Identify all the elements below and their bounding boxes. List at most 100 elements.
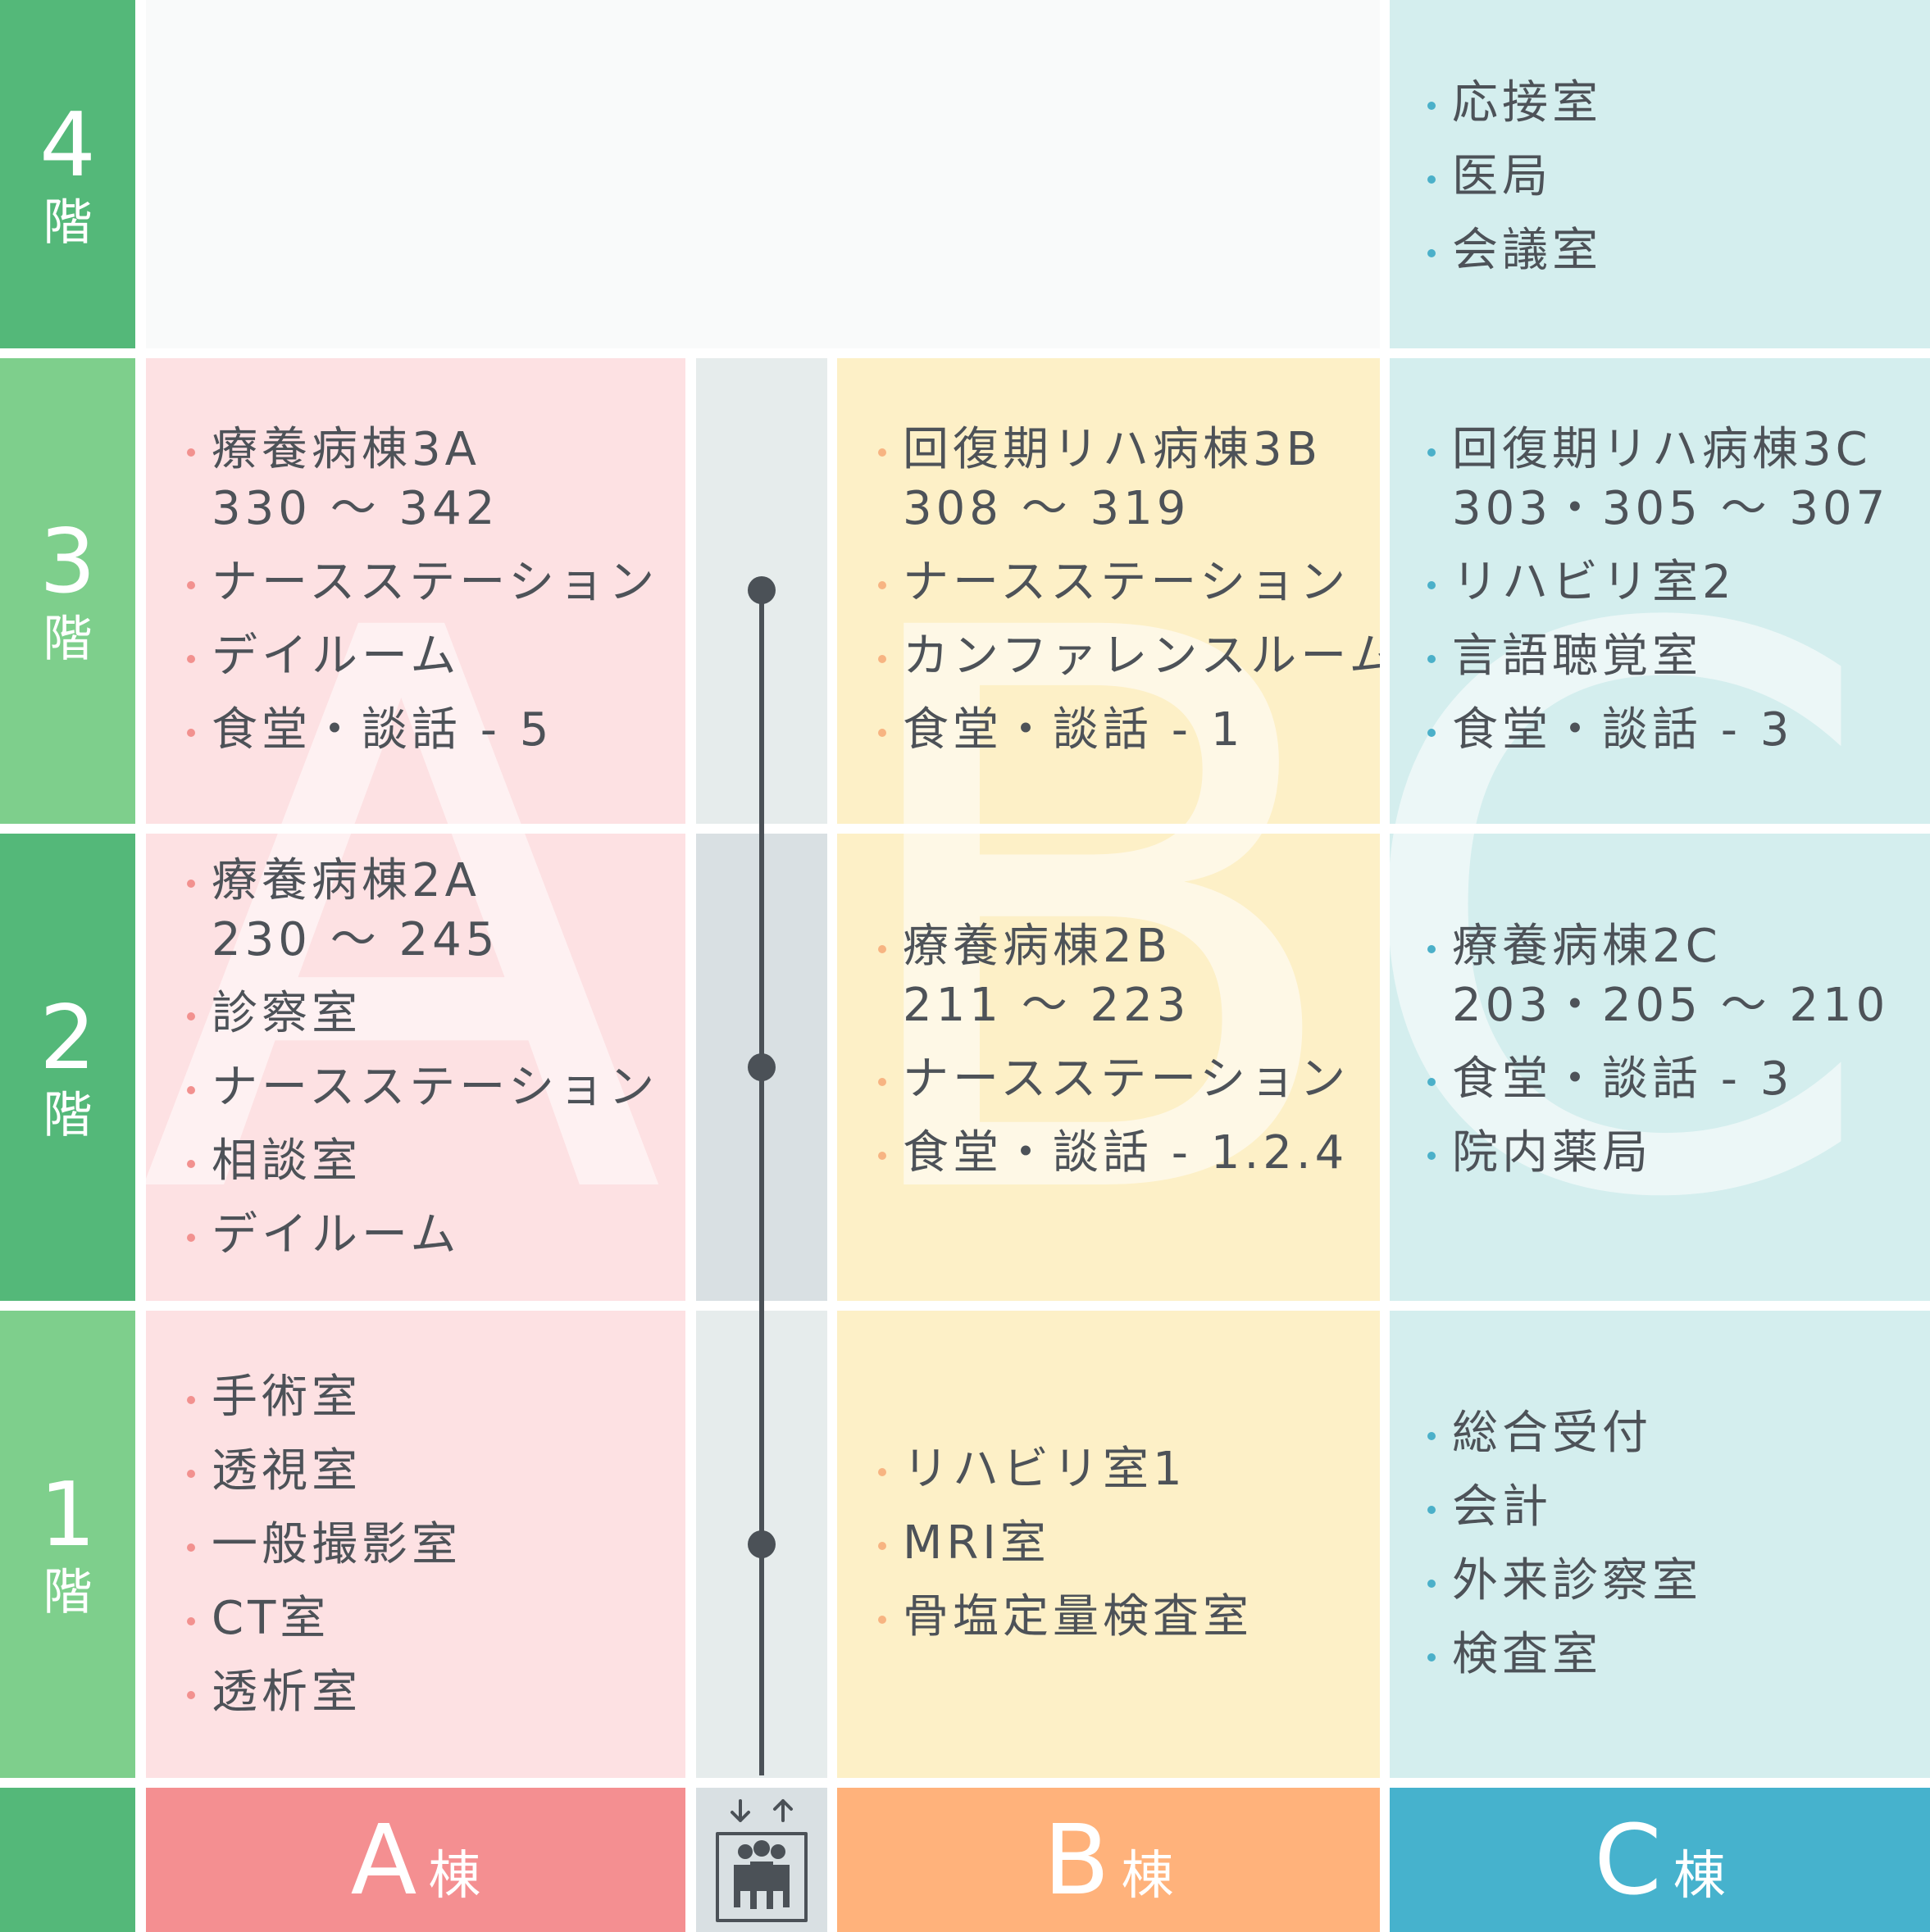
elevator-icon [716,1799,808,1922]
room-item: 食堂・談話 - 1.2.4 [875,1124,1350,1183]
floor-label-3: 3 階 [0,358,135,824]
floor3-building-b: 回復期リハ病棟3B 308 ～ 319 ナースステーション カンファレンスルーム… [837,358,1380,824]
building-suffix: 棟 [1673,1846,1726,1907]
room-item: リハビリ室1 [875,1440,1253,1499]
floor3-building-c: 回復期リハ病棟3C 303・305 ～ 307 リハビリ室2 言語聴覚室 食堂・… [1390,358,1930,824]
room-item: 応接室 [1424,74,1602,133]
ward-item: 療養病棟3A 330 ～ 342 [184,420,658,539]
room-list: 療養病棟2A 230 ～ 245 診察室 ナースステーション 相談室 デイルーム [184,852,658,1265]
floor-number: 3 [39,511,96,613]
ward-item: 療養病棟2A 230 ～ 245 [184,852,658,970]
ward-item: 療養病棟2C 203・205 ～ 210 [1424,917,1889,1035]
room-item: 食堂・談話 - 3 [1424,701,1889,760]
floor-number: 4 [39,93,96,197]
floor-label-2: 2 階 [0,834,135,1301]
room-item: ナースステーション [184,553,658,612]
room-item: 会議室 [1424,221,1602,280]
room-item: 検査室 [1424,1625,1702,1684]
floor2-building-b: 療養病棟2B 211 ～ 223 ナースステーション 食堂・談話 - 1.2.4 [837,834,1380,1301]
room-item: 医局 [1424,148,1602,207]
room-list: 療養病棟2C 203・205 ～ 210 食堂・談話 - 3 院内薬局 [1424,917,1889,1183]
floor-kai: 階 [43,1564,93,1621]
elevator-stop-floor2 [748,1053,776,1081]
floor2-building-a: 療養病棟2A 230 ～ 245 診察室 ナースステーション 相談室 デイルーム [146,834,685,1301]
floor3-building-a: 療養病棟3A 330 ～ 342 ナースステーション デイルーム 食堂・談話 -… [146,358,685,824]
ward-item: 回復期リハ病棟3C 303・305 ～ 307 [1424,420,1889,539]
ward-name: 回復期リハ病棟3B [903,423,1322,476]
ward-room-range: 203・205 ～ 210 [1452,979,1890,1032]
floor1-building-b: リハビリ室1 MRI室 骨塩定量検査室 [837,1311,1380,1778]
floor4-empty-area [146,0,1380,348]
building-a-label: A 棟 [146,1788,685,1932]
room-item: カンファレンスルーム [875,627,1380,686]
building-letter: A [350,1803,417,1916]
room-item: 一般撮影室 [184,1516,462,1575]
ward-room-range: 230 ～ 245 [212,913,499,966]
floor-label-4: 4 階 [0,0,135,348]
ward-name: 療養病棟2C [1452,920,1722,973]
floor-number: 1 [39,1464,96,1566]
elevator-stop-floor3 [748,576,776,604]
floor-label-footer [0,1788,135,1932]
room-list: 総合受付 会計 外来診察室 検査室 [1424,1404,1702,1684]
room-item: デイルーム [184,1206,658,1265]
floor-kai: 階 [43,1087,93,1144]
room-item: 言語聴覚室 [1424,627,1889,686]
ward-name: 回復期リハ病棟3C [1452,423,1872,476]
building-b-label: B 棟 [837,1788,1380,1932]
room-list: 回復期リハ病棟3C 303・305 ～ 307 リハビリ室2 言語聴覚室 食堂・… [1424,420,1889,760]
room-list: 療養病棟3A 330 ～ 342 ナースステーション デイルーム 食堂・談話 -… [184,420,658,760]
room-item: 透視室 [184,1442,462,1501]
building-suffix: 棟 [428,1846,481,1907]
floor-kai: 階 [43,193,93,252]
ward-item: 回復期リハ病棟3B 308 ～ 319 [875,420,1380,539]
room-item: リハビリ室2 [1424,553,1889,612]
floor-kai: 階 [43,611,93,668]
room-item: 透析室 [184,1663,462,1722]
floor2-building-c: 療養病棟2C 203・205 ～ 210 食堂・談話 - 3 院内薬局 [1390,834,1930,1301]
room-item: 外来診察室 [1424,1552,1702,1611]
room-item: 食堂・談話 - 3 [1424,1050,1889,1109]
room-item: 手術室 [184,1368,462,1427]
room-item: ナースステーション [875,1050,1350,1109]
ward-room-range: 211 ～ 223 [903,979,1190,1032]
room-item: MRI室 [875,1514,1253,1573]
room-list: リハビリ室1 MRI室 骨塩定量検査室 [875,1440,1253,1647]
floor4-building-c: 応接室 医局 会議室 [1390,0,1930,348]
ward-room-range: 308 ～ 319 [903,482,1190,535]
room-item: 診察室 [184,984,658,1043]
building-suffix: 棟 [1121,1846,1174,1907]
room-item: CT室 [184,1589,462,1648]
room-list: 回復期リハ病棟3B 308 ～ 319 ナースステーション カンファレンスルーム… [875,420,1380,760]
elevator-stop-floor1 [748,1530,776,1558]
room-item: 相談室 [184,1132,658,1191]
building-letter: B [1043,1803,1110,1916]
room-item: 会計 [1424,1478,1702,1537]
room-item: 骨塩定量検査室 [875,1588,1253,1647]
room-list: 療養病棟2B 211 ～ 223 ナースステーション 食堂・談話 - 1.2.4 [875,917,1350,1183]
floor-number: 2 [39,987,96,1089]
building-letter: C [1594,1803,1662,1916]
room-item: 食堂・談話 - 1 [875,701,1380,760]
floor-label-1: 1 階 [0,1311,135,1778]
ward-name: 療養病棟2A [212,854,480,907]
building-c-label: C 棟 [1390,1788,1930,1932]
room-item: 食堂・談話 - 5 [184,701,658,760]
room-list: 手術室 透視室 一般撮影室 CT室 透析室 [184,1368,462,1722]
ward-room-range: 303・305 ～ 307 [1452,482,1890,535]
room-item: デイルーム [184,627,658,686]
room-item: ナースステーション [875,553,1380,612]
room-item: 総合受付 [1424,1404,1702,1463]
elevator-footer [696,1788,827,1932]
room-item: ナースステーション [184,1058,658,1117]
ward-name: 療養病棟2B [903,920,1172,973]
floor1-building-c: 総合受付 会計 外来診察室 検査室 [1390,1311,1930,1778]
ward-name: 療養病棟3A [212,423,480,476]
ward-item: 療養病棟2B 211 ～ 223 [875,917,1350,1035]
floor1-building-a: 手術室 透視室 一般撮影室 CT室 透析室 [146,1311,685,1778]
room-item: 院内薬局 [1424,1124,1889,1183]
ward-room-range: 330 ～ 342 [212,482,499,535]
room-list: 応接室 医局 会議室 [1424,74,1602,280]
